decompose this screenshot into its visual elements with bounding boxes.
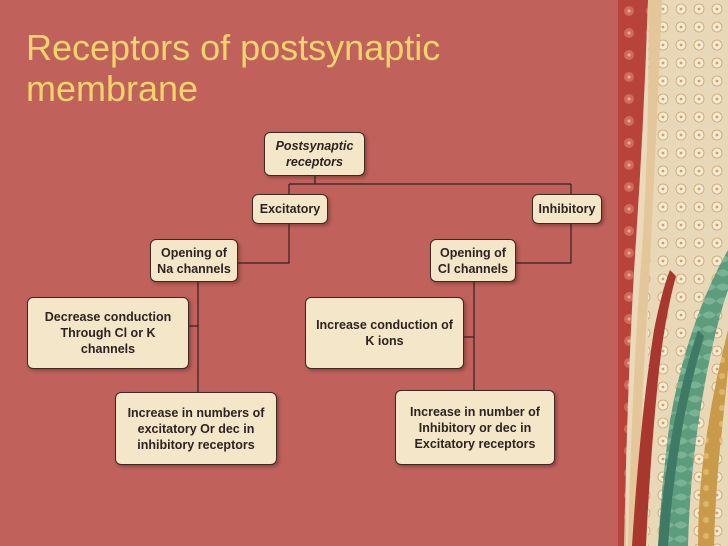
node-opening-cl-channels: Opening of Cl channels [430,239,516,282]
connector-inhibitory-to-cl [516,224,572,264]
node-increase-inhibitory-receptors: Increase in number of Inhibitory or dec … [395,390,555,465]
node-increase-k-conduction: Increase conduction of K ions [305,297,464,369]
node-increase-excitatory-receptors: Increase in numbers of excitatory Or dec… [115,392,277,465]
node-decrease-conduction: Decrease conduction Through Cl or K chan… [27,297,189,369]
node-postsynaptic-receptors: Postsynaptic receptors [264,132,365,176]
floral-pattern-graphic [618,0,728,546]
node-opening-na-channels: Opening of Na channels [150,239,238,282]
decorative-floral-band [618,0,728,546]
connector-excitatory-to-na [238,224,290,264]
slide-title: Receptors of postsynaptic membrane [26,27,441,109]
node-inhibitory: Inhibitory [532,194,602,224]
node-excitatory: Excitatory [252,194,328,224]
